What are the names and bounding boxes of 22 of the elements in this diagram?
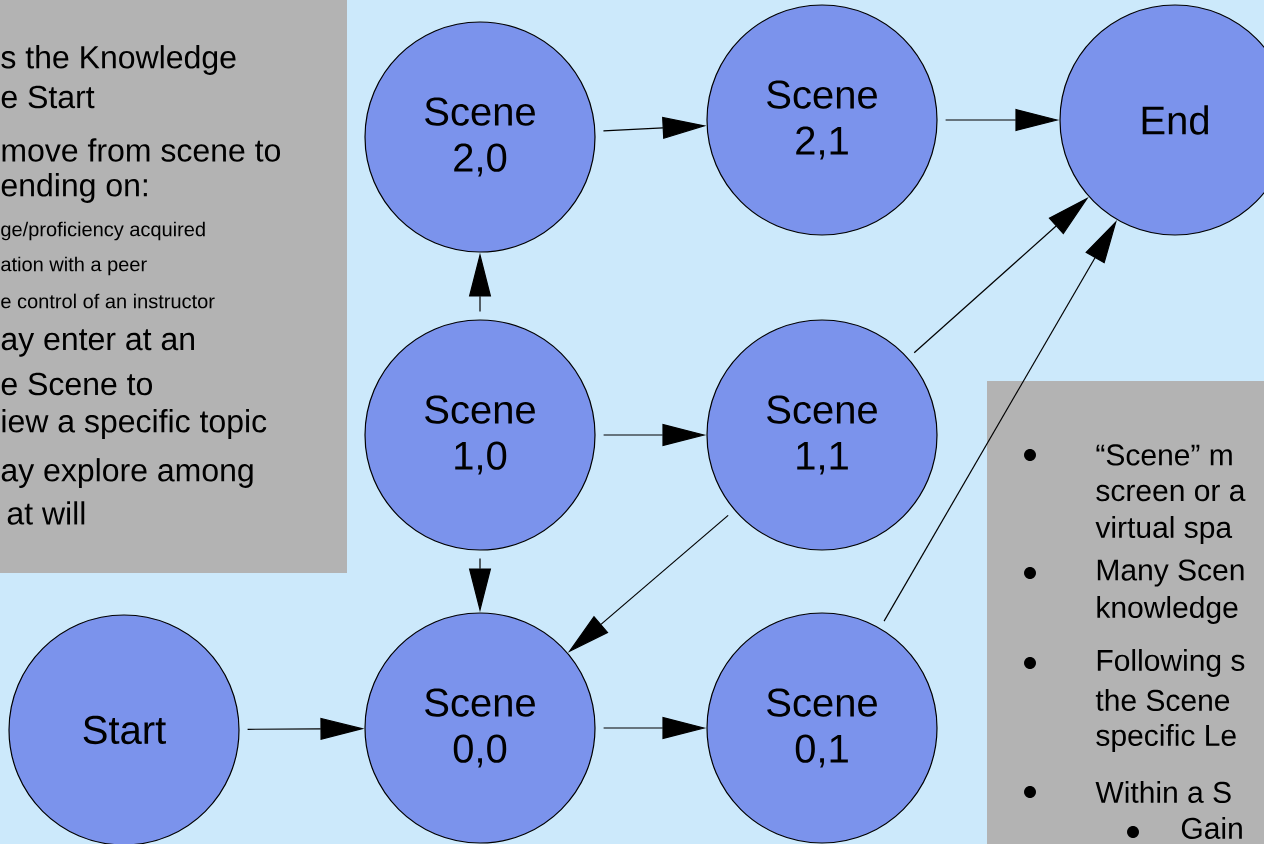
note-text: virtual spa <box>1095 516 1233 544</box>
note-text: e Scene to <box>1 372 152 396</box>
note-text: Within a S <box>1095 781 1231 803</box>
note-text: ay enter at an <box>1 329 194 357</box>
note-text: s the Knowledge <box>1 45 236 75</box>
note-text: knowledge <box>1097 596 1238 624</box>
note-text: e control of an instructor <box>1 293 215 309</box>
note-text: iew a specific topic <box>2 409 267 439</box>
note-text: ay explore among <box>1 458 253 488</box>
note-text: Many Scen <box>1097 559 1244 587</box>
note-text: e Start <box>1 85 95 109</box>
note-text: specific Le <box>1096 724 1236 752</box>
note-text: ending on: <box>1 173 147 203</box>
note-text: move from scene to <box>2 138 280 162</box>
note-text: screen or a <box>1096 484 1246 502</box>
note-text: ation with a peer <box>1 256 147 276</box>
note-text: Following s <box>1097 649 1245 677</box>
note-text: Gain <box>1181 817 1242 839</box>
note-text: ge/proficiency acquired <box>1 221 205 241</box>
note-text: the Scene <box>1095 689 1230 711</box>
note-text: at will <box>7 501 85 525</box>
note-text: “Scene” m <box>1096 444 1232 466</box>
